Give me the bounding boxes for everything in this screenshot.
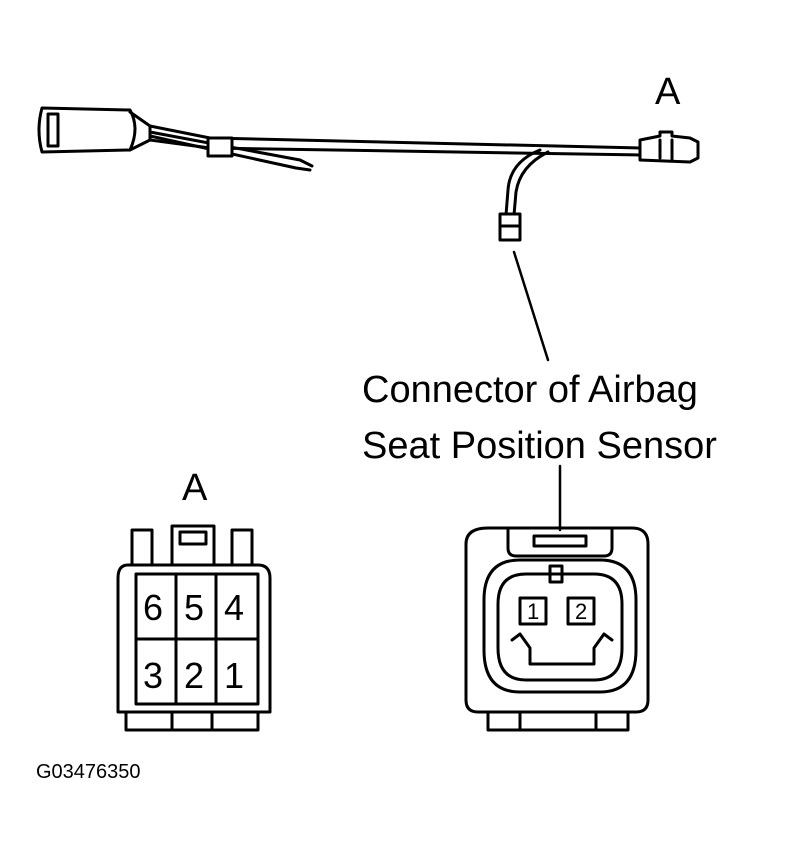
figure-code: G03476350 [36,761,141,783]
sensor-pin-1: 1 [527,599,539,624]
connector-a-top-lock [170,524,216,567]
sensor-label-line2: Seat Position Sensor [362,425,717,467]
harness-left-plug-inner [46,112,60,148]
connector-a-body [116,563,272,732]
connector-a-pin-2: 2 [184,655,204,696]
connector-a-plug-latch [658,138,674,162]
sensor-connector-key [548,564,564,584]
wire-harness [37,106,700,362]
sensor-connector-shell [464,526,650,732]
connector-a-bottom-key [124,710,260,732]
harness-drop-wire-2 [512,150,550,217]
connector-a-pin-3: 3 [143,655,163,696]
connector-a-plug [638,130,700,164]
harness-wire-branch-b [148,134,312,172]
connector-a-pin-1: 1 [224,655,244,696]
sensor-connector-cavity-outer [482,558,638,694]
connector-a-pin-4: 4 [224,587,244,628]
connector-a-label-bottom: A [182,467,208,509]
connector-a-top-lock-window [178,530,208,546]
sensor-connector-latch [510,632,614,666]
harness-wire-branch-a [148,130,314,168]
sensor-pin-2-box [566,596,596,626]
sensor-connector-bottom [486,710,630,732]
connector-a-label-top: A [655,71,681,113]
sensor-connector-lock-inner [532,534,588,548]
sensor-connector-face: 1 2 [464,464,650,732]
sensor-connector-lock [506,528,614,558]
connector-a-pin-5: 5 [184,587,204,628]
sensor-connector-cavity-inner [496,572,624,682]
sensor-pin-2: 2 [575,599,587,624]
sensor-pin-1-box [518,596,548,626]
connector-a-face: 6 5 4 3 2 1 [116,524,272,732]
leader-line-sensor [512,250,550,362]
harness-drop-wire [504,148,542,217]
connector-a-pin-6: 6 [143,587,163,628]
sensor-label-line1: Connector of Airbag [362,369,698,411]
connector-a-top-tab-right [230,528,254,567]
connector-a-top-tab-left [130,528,154,567]
harness-sleeve [206,136,234,158]
